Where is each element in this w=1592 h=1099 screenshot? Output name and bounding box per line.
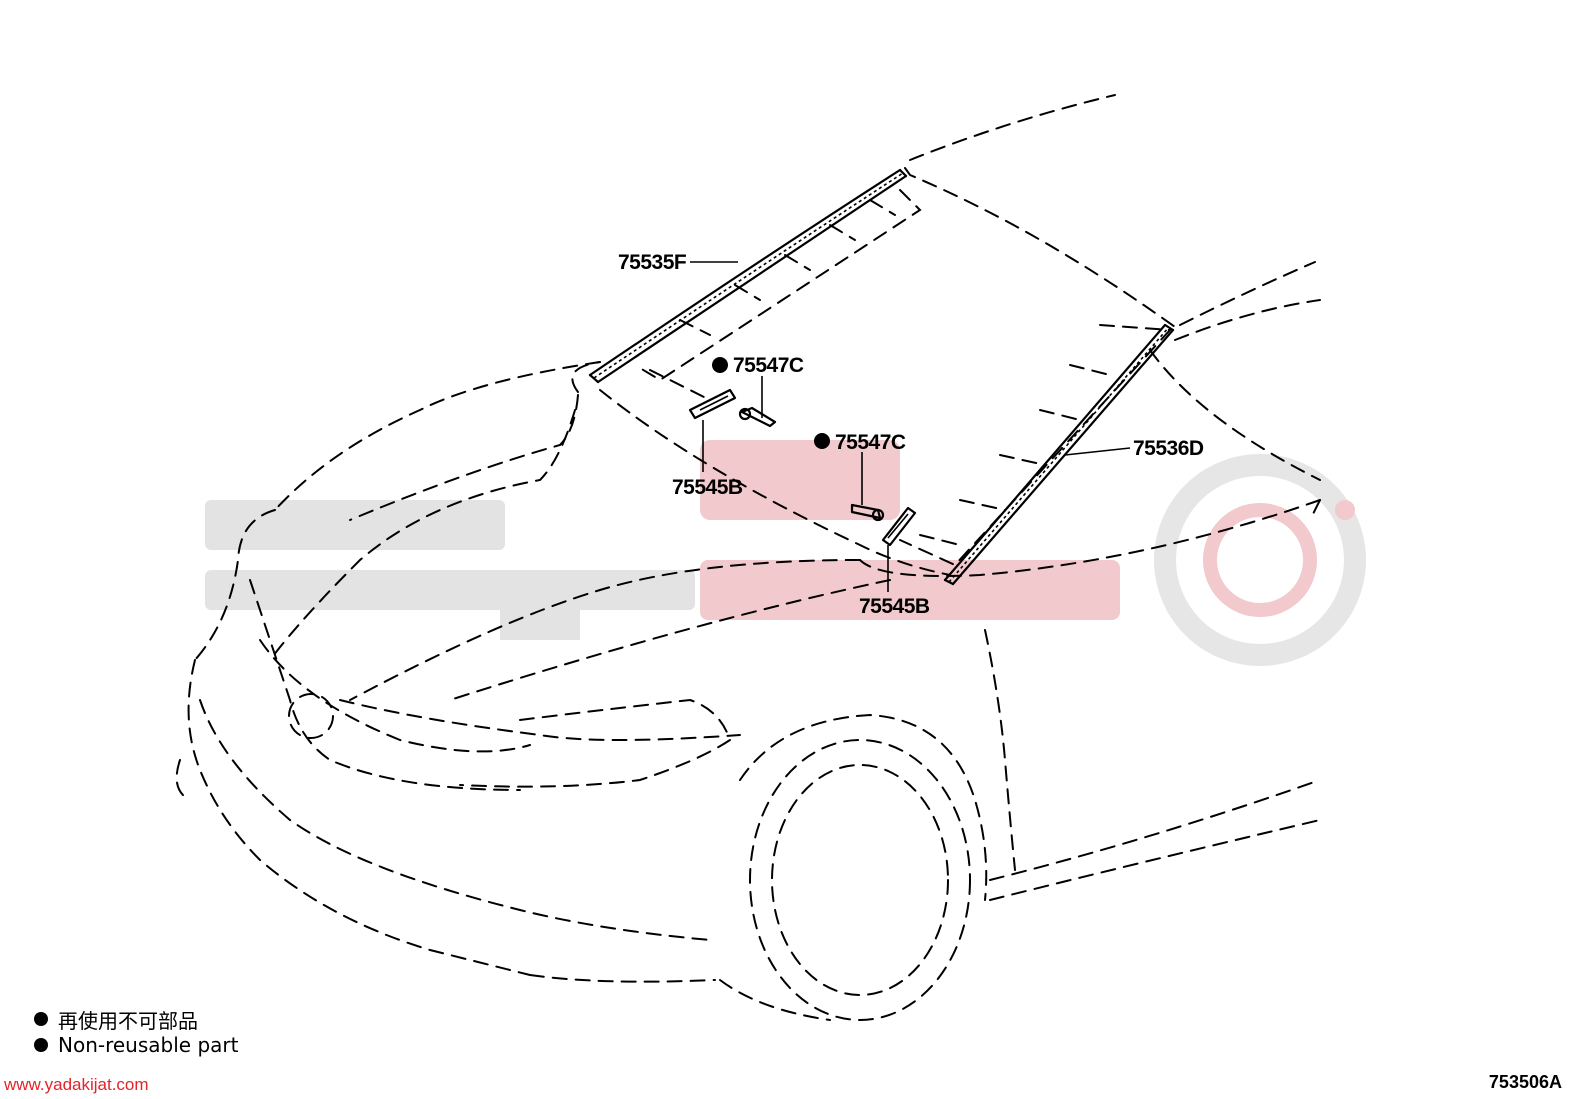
watermark-url[interactable]: www.yadakijat.com [4, 1075, 149, 1094]
diagram-id: 753506A [1488, 1072, 1562, 1092]
non-reusable-bullet-icon [814, 433, 830, 449]
clip-part-75547c-2 [850, 503, 885, 522]
leader-lines [690, 261, 1131, 592]
windshield-strip-left [639, 189, 922, 401]
windshield-strip-right [899, 324, 1173, 567]
legend-text-jp: 再使用不可部品 [58, 1008, 198, 1033]
non-reusable-bullet-icon [34, 1012, 48, 1026]
legend-text-en: Non-reusable part [58, 1033, 239, 1057]
callout-75547c-2[interactable]: 75547C [835, 431, 906, 454]
callout-75536d[interactable]: 75536D [1133, 437, 1204, 460]
callout-75545b-2[interactable]: 75545B [859, 595, 930, 618]
non-reusable-bullet-icon [712, 357, 728, 373]
car-body-outline [175, 94, 1321, 1021]
retainer-part-75545b-1 [688, 388, 737, 420]
molding-part-75535f [588, 168, 908, 384]
callout-75545b-1[interactable]: 75545B [672, 476, 743, 499]
callout-75535f[interactable]: 75535F [618, 251, 687, 274]
clip-part-75547c-1 [738, 406, 777, 428]
non-reusable-bullet-icon [34, 1038, 48, 1052]
watermark-logo [205, 440, 1366, 666]
legend-row-en: Non-reusable part [34, 1032, 238, 1058]
callout-75547c-1[interactable]: 75547C [733, 354, 804, 377]
legend-row-jp: 再使用不可部品 [34, 1006, 238, 1033]
legend: 再使用不可部品 Non-reusable part [34, 1006, 238, 1058]
molding-part-75536d [943, 323, 1175, 586]
retainer-part-75545b-2 [881, 506, 917, 547]
